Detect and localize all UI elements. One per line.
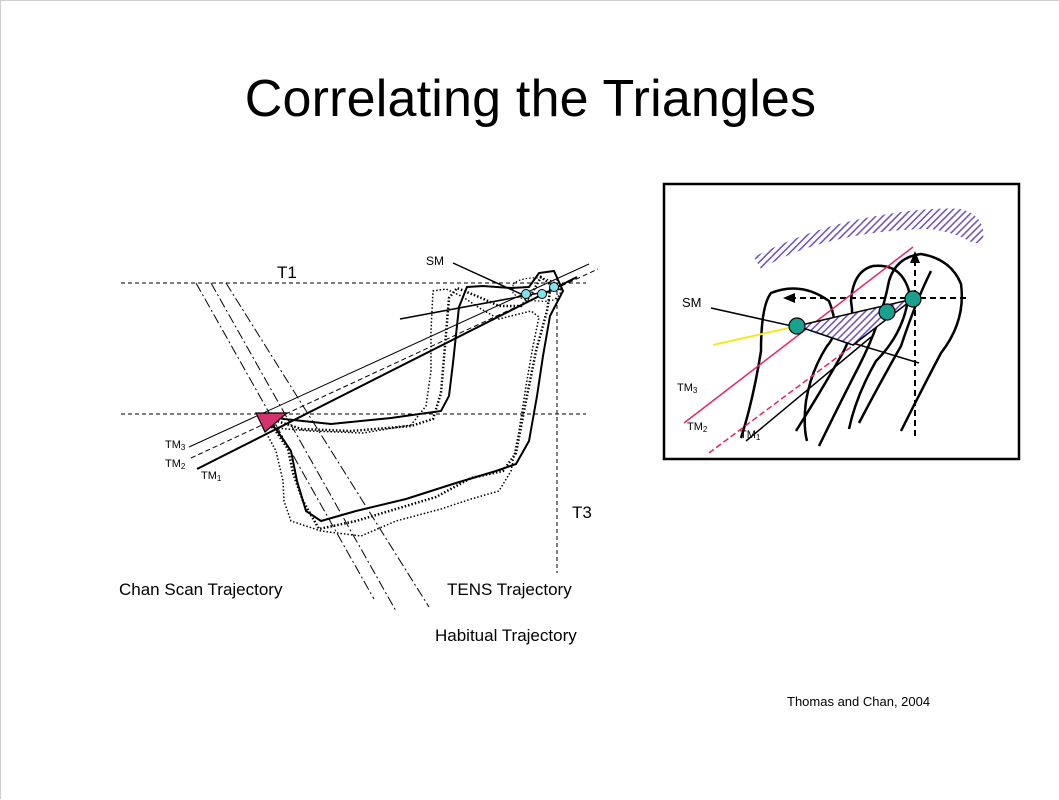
- sm-line: [399, 288, 562, 320]
- inset-tm2-line: [708, 340, 860, 454]
- habitual-trajectory-line: [225, 282, 430, 608]
- label-sm-inset: SM: [682, 295, 702, 310]
- inset-connector-line: [845, 340, 920, 364]
- label-tens-trajectory: TENS Trajectory: [447, 580, 572, 599]
- tens-trajectory-line: [210, 282, 397, 612]
- condyle-outline-3: [817, 252, 963, 447]
- label-tm3-inset: TM3: [677, 382, 698, 395]
- triangle-marker: [255, 412, 289, 433]
- condyle-outlines: [739, 252, 963, 447]
- inset-arrow-up: [910, 251, 920, 263]
- label-t1: T1: [277, 263, 297, 282]
- label-tm1-main: TM1: [201, 470, 222, 483]
- inset-dot-1: [788, 317, 806, 335]
- mandible-outline-solid: [255, 269, 565, 523]
- inset-dot-2: [878, 303, 896, 321]
- label-t3: T3: [572, 503, 592, 522]
- inset-diagram: SM TM3 TM2 TM1: [662, 182, 1021, 461]
- condyle-dot-3: [549, 282, 559, 292]
- tm2-line: [190, 268, 599, 459]
- condyle-outline-1: [739, 287, 836, 442]
- inset-sm-line: [710, 307, 802, 329]
- label-tm2-inset: TM2: [687, 421, 708, 434]
- mandible-outline-dotted-thin: [261, 288, 540, 537]
- inset-dot-3: [904, 290, 922, 308]
- inset-tm1-line: [745, 336, 872, 442]
- inset-tm3-line: [683, 246, 914, 424]
- condyle-dot-1: [521, 289, 531, 299]
- condyle-outline-2: [794, 264, 911, 432]
- label-habitual-trajectory: Habitual Trajectory: [435, 626, 577, 645]
- label-sm-main: SM: [426, 254, 444, 268]
- sm-pointer-line: [452, 262, 522, 295]
- citation: Thomas and Chan, 2004: [787, 694, 930, 709]
- trajectory-lines: [195, 282, 430, 612]
- condyle-dot-2: [537, 289, 547, 299]
- label-chan-scan-trajectory: Chan Scan Trajectory: [119, 580, 283, 599]
- articular-eminence-band: [754, 208, 984, 269]
- mandible-outline-dotted: [268, 275, 553, 531]
- slide-title: Correlating the Triangles: [244, 70, 817, 128]
- main-diagram: T1 SM T3 TM3 TM2 TM1 Chan Scan Trajector…: [119, 254, 599, 645]
- inset-arrow-left: [783, 293, 795, 303]
- label-tm1-inset: TM1: [740, 429, 761, 442]
- tm-lines: [188, 263, 599, 470]
- label-tm2-main: TM2: [165, 458, 186, 471]
- label-tm3-main: TM3: [165, 439, 186, 452]
- tm1-line: [196, 276, 578, 470]
- condyle-outline-4: [857, 270, 933, 424]
